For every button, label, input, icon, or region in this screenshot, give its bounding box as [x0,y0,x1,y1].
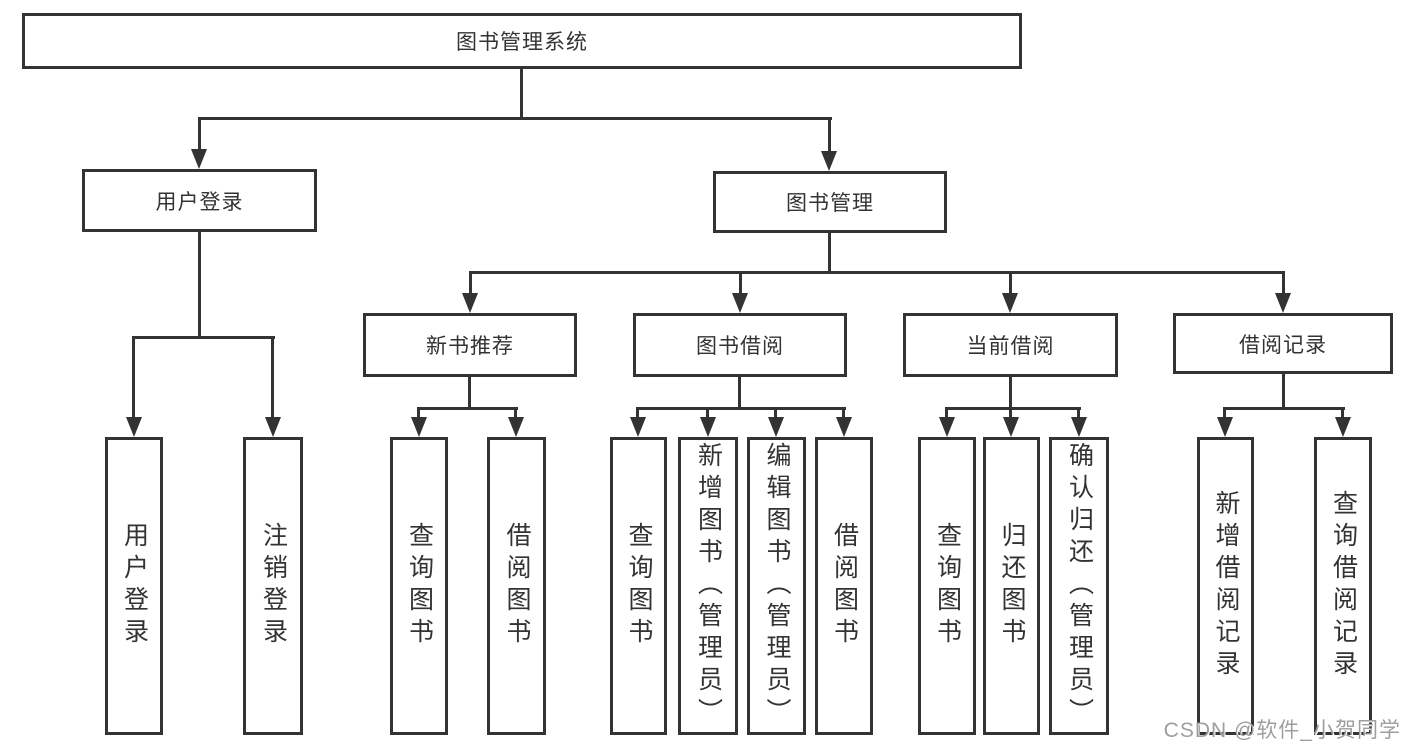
leaf-query-books-borrow: 查询图书 [610,437,667,735]
node-user-login: 用户登录 [82,169,317,232]
connector-drop-leaf [514,407,517,421]
connector-borrow-records-stem [1282,374,1285,410]
connector-drop-borrow-records [1282,271,1285,297]
node-book-management: 图书管理 [713,171,947,233]
leaf-return-books: 归还图书 [983,437,1040,735]
arrowhead-leaf [700,417,716,437]
node-borrow-records: 借阅记录 [1173,313,1393,374]
arrowhead-leaf [1003,417,1019,437]
leaf-add-books-admin: 新增图书（管理员） [678,437,738,735]
arrowhead-leaf [630,417,646,437]
leaf-label: 新增借阅记录 [1212,490,1240,682]
arrowhead-leaf [126,417,142,437]
leaf-query-borrow-record: 查询借阅记录 [1314,437,1372,735]
leaf-borrow-books: 借阅图书 [815,437,873,735]
arrowhead-leaf [411,417,427,437]
connector-drop-leaf [842,407,845,421]
connector-book-borrow-stem [738,377,741,410]
arrowhead-leaf [836,417,852,437]
arrowhead-leaf [1071,417,1087,437]
connector-drop-current-borrow [1009,271,1012,297]
leaf-label: 查询图书 [625,522,653,650]
connector-new-books-stem [468,377,471,410]
arrowhead-leaf [508,417,524,437]
connector-user-login-stem [198,232,201,339]
leaf-edit-books-admin: 编辑图书（管理员） [747,437,806,735]
node-label: 当前借阅 [966,335,1055,358]
node-current-borrow: 当前借阅 [903,313,1118,377]
leaf-label: 查询借阅记录 [1329,490,1358,682]
arrowhead-current-borrow [1002,293,1018,313]
connector-new-books-rail [418,407,518,410]
node-label: 图书借阅 [696,335,784,358]
node-book-borrow: 图书借阅 [633,313,847,377]
arrowhead-new-books [462,293,478,313]
leaf-query-books-recommend: 查询图书 [390,437,448,735]
connector-drop-leaf [132,336,135,421]
arrowhead-book-borrow [732,293,748,313]
connector-drop-leaf [417,407,420,421]
arrowhead-leaf [768,417,784,437]
leaf-label: 确认归还（管理员） [1065,442,1094,730]
arrowhead-leaf [1217,417,1233,437]
leaf-label: 用户登录 [120,522,149,650]
arrowhead-user-login [191,149,207,169]
connector-drop-book-borrow [739,271,742,297]
leaf-label: 归还图书 [998,522,1026,650]
leaf-logout: 注销登录 [243,437,303,735]
leaf-label: 新增图书（管理员） [694,442,723,730]
node-new-book-recommend: 新书推荐 [363,313,577,377]
connector-drop-user-login [198,117,201,155]
arrowhead-leaf [265,417,281,437]
connector-user-login-rail [133,336,275,339]
connector-borrow-records-rail [1224,407,1345,410]
leaf-label: 注销登录 [259,522,288,650]
arrowhead-leaf [939,417,955,437]
node-label: 图书管理 [786,192,874,215]
csdn-watermark: CSDN @软件_小贺同学 [1163,719,1401,742]
connector-drop-leaf [1223,407,1226,421]
connector-drop-leaf [636,407,639,421]
leaf-add-borrow-record: 新增借阅记录 [1197,437,1254,735]
connector-drop-leaf [1341,407,1344,421]
leaf-label: 查询图书 [405,522,434,650]
leaf-user-login: 用户登录 [105,437,163,735]
node-label: 新书推荐 [426,335,514,358]
connector-drop-leaf [774,407,777,421]
connector-drop-leaf [271,336,274,421]
node-label: 用户登录 [155,190,244,214]
leaf-borrow-books-recommend: 借阅图书 [487,437,546,735]
leaf-query-books-current: 查询图书 [918,437,976,735]
node-library-management-system: 图书管理系统 [22,13,1022,69]
connector-drop-leaf [945,407,948,421]
leaf-confirm-return-admin: 确认归还（管理员） [1049,437,1109,735]
leaf-label: 编辑图书（管理员） [763,442,791,730]
arrowhead-book-mgmt [821,151,837,171]
connector-drop-leaf [1077,407,1080,421]
leaf-label: 借阅图书 [830,522,859,650]
connector-drop-new-books [469,271,472,297]
connector-drop-leaf [1009,407,1012,421]
connector-drop-leaf [706,407,709,421]
connector-current-borrow-rail [946,407,1081,410]
leaf-label: 查询图书 [933,522,962,650]
node-label: 图书管理系统 [456,31,588,54]
leaf-label: 借阅图书 [503,522,531,650]
connector-book-mgmt-stem [828,233,831,273]
arrowhead-leaf [1335,417,1351,437]
connector-book-borrow-rail [637,407,846,410]
connector-current-borrow-stem [1009,377,1012,410]
connector-book-mgmt-rail [469,271,1285,274]
node-label: 借阅记录 [1239,333,1327,357]
connector-drop-book-mgmt [828,117,831,157]
connector-root-stem [520,69,523,119]
connector-root-rail [198,117,832,120]
arrowhead-borrow-records [1275,293,1291,313]
